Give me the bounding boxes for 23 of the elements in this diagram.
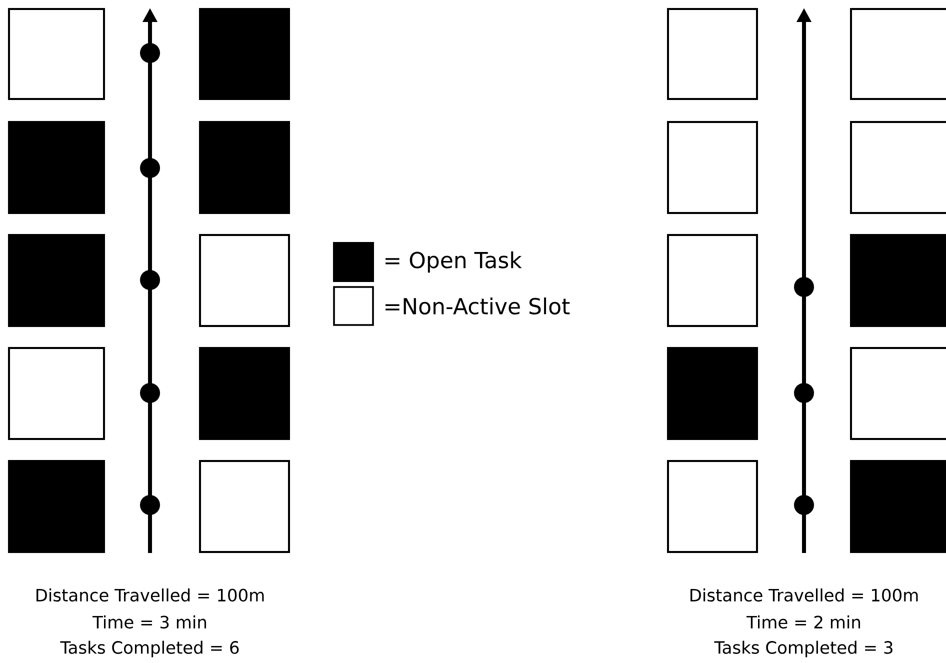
task-square [8, 460, 105, 553]
task-square [199, 347, 290, 440]
legend-text: =Non-Active Slot [386, 297, 570, 314]
task-square [199, 8, 290, 100]
slot-square [667, 460, 758, 553]
slot-square [667, 8, 758, 100]
task-square [8, 234, 105, 327]
slot-square [199, 460, 290, 553]
legend-text: = Open Task [386, 251, 522, 273]
stats-text: Tasks Completed = 3 [714, 640, 892, 658]
stats-text: Time = 3 min [92, 615, 206, 629]
task-square [8, 121, 105, 214]
slot-square [667, 121, 758, 214]
stats-text: Tasks Completed = 6 [60, 640, 239, 658]
slot-square [199, 234, 290, 327]
stats-text: Distance Travelled = 100m [36, 588, 264, 602]
slot-square [667, 234, 758, 327]
stats-text: Distance Travelled = 100m [690, 588, 918, 602]
stats-text: Time = 2 min [746, 615, 860, 629]
task-square [199, 121, 290, 214]
task-square [667, 347, 758, 440]
slot-square [8, 347, 105, 440]
slot-square [8, 8, 105, 100]
